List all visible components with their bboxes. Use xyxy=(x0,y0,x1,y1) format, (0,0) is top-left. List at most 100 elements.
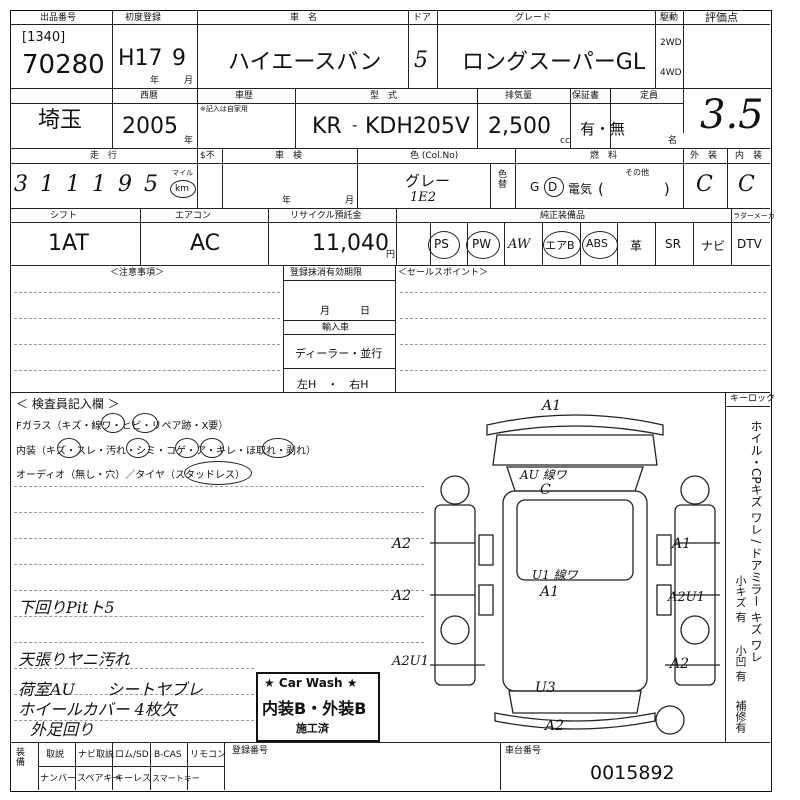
yen-unit: 円 xyxy=(386,250,396,260)
studless-circle xyxy=(184,461,252,485)
warranty-label: 保証書 xyxy=(572,91,600,101)
fuel-paren: ( ) xyxy=(598,180,670,198)
footer-bcas: B-CAS xyxy=(154,750,182,760)
interior-mark-2 xyxy=(126,438,150,458)
dealer-parallel: ディーラー・並行 xyxy=(295,347,383,360)
mark-roof: AU 線ワ xyxy=(520,468,567,482)
keylock-label: キーロック xyxy=(730,394,776,404)
carwash-title: ★ Car Wash ★ xyxy=(264,676,358,690)
year-unit-2: 年 xyxy=(184,136,194,146)
insp-month-unit: 月 xyxy=(345,196,355,206)
hood-outline xyxy=(492,434,658,466)
grade: ロングスーパーGL xyxy=(462,50,646,75)
footer-rom-sd: ロム/SD xyxy=(115,750,149,760)
mark-rear: U3 xyxy=(535,680,556,696)
note-outer: 外足回り xyxy=(30,720,95,739)
equip-aw: AW xyxy=(508,237,531,252)
first-reg-era: H17 xyxy=(118,46,163,71)
side-legend-1: 小キズ 有 xyxy=(734,575,747,623)
reg-expiry-label: 登録抹消有効期限 xyxy=(290,268,363,278)
recycle-label: リサイクル預託金 xyxy=(290,211,362,221)
fuel-other: その他 xyxy=(625,168,649,177)
side-legend: ホイル・CPキズ ワレ / ドアミラー キズ ワレ xyxy=(749,420,763,663)
sales-point-label: ＜セールスポイント＞ xyxy=(398,268,489,278)
fuel-d-circle xyxy=(544,177,564,197)
cc-unit: cc xyxy=(560,136,570,146)
rear-body xyxy=(508,690,642,714)
lot-number: 70280 xyxy=(22,50,105,80)
fuel-label: 燃 料 xyxy=(590,151,618,161)
inspection-label: 車 検 xyxy=(275,151,303,161)
model-prefix: KR xyxy=(312,114,342,139)
fuel-g: G xyxy=(530,180,540,194)
wheel-rr xyxy=(680,615,710,645)
car-name-label: 車 名 xyxy=(290,13,318,23)
footer-remote: リモコン xyxy=(190,750,227,760)
score: 3.5 xyxy=(700,92,764,138)
carwash-done: 施工済 xyxy=(296,722,329,735)
car-name: ハイエースバン xyxy=(228,50,382,75)
color: グレー xyxy=(405,172,451,190)
mileage-digit: 3 xyxy=(14,172,28,197)
year-unit: 年 xyxy=(150,76,160,86)
capacity-unit: 名 xyxy=(668,136,678,146)
cc-label: 排気量 xyxy=(505,91,533,101)
footer-manual: 取説 xyxy=(46,750,65,760)
mark-rear-bumper: A2 xyxy=(545,718,565,734)
first-reg-label: 初度登録 xyxy=(125,13,162,23)
wheel-spare xyxy=(655,705,685,735)
door-label: ドア xyxy=(413,13,432,23)
import-label: 輸入車 xyxy=(322,323,350,333)
exterior-label: 外 装 xyxy=(690,151,718,161)
side-legend-2: 小凹 有 xyxy=(734,645,747,682)
model-dash: - xyxy=(352,116,358,134)
mileage-digit: 9 xyxy=(118,172,132,197)
sheet-frame xyxy=(10,10,772,792)
history-note: ※記入は自家用 xyxy=(200,105,248,113)
insp-year-unit: 年 xyxy=(282,196,292,206)
mark-roof-sub: C xyxy=(540,482,551,498)
side-legend-3: 補修有 xyxy=(734,700,747,733)
lot-sub: [1340] xyxy=(22,30,66,45)
footer-plate: ナンバー xyxy=(40,774,77,784)
mark-right-1: A1 xyxy=(672,536,692,552)
equip-airbag-circle xyxy=(543,231,581,259)
reg-number-label: 登録番号 xyxy=(232,746,269,756)
fuel-electric: 電気 xyxy=(568,182,593,196)
history-label: 車歴 xyxy=(235,91,254,101)
wheel-fl xyxy=(440,475,470,505)
wheel-fr xyxy=(680,475,710,505)
equip-abs: ABS xyxy=(586,237,608,250)
year-label: 西暦 xyxy=(140,91,159,101)
footer-spare-key: スペアキー xyxy=(77,774,122,784)
equip-label: 純正装備品 xyxy=(540,211,586,221)
carwash-stamp xyxy=(256,672,380,742)
mark-left-2: A2 xyxy=(392,588,412,604)
interior-mark-4 xyxy=(200,438,224,458)
exterior-grade: C xyxy=(696,172,713,197)
meter-label: $不 xyxy=(200,151,215,161)
serial-number: 0015892 xyxy=(590,762,675,784)
glass-mark-2 xyxy=(132,413,158,433)
recolor-label: 色替 xyxy=(498,170,508,190)
equip-ps: PS xyxy=(434,237,449,251)
mileage-digit: 1 xyxy=(92,172,106,197)
mileage-digits: 3 1 1 1 9 5 xyxy=(14,172,174,202)
steering-side: 左H ・ 右H xyxy=(297,378,369,391)
capacity-label: 定員 xyxy=(640,91,659,101)
equip-abs-circle xyxy=(582,231,618,259)
color-label: 色 (Col.No) xyxy=(410,151,459,161)
grade-label: グレード xyxy=(515,13,552,23)
recycle-fee: 11,040 xyxy=(312,231,389,256)
footer-smart-key: スマートキー xyxy=(152,774,200,783)
note-underbody: 下回りPitト5 xyxy=(18,598,115,617)
warranty: 有・無 xyxy=(580,120,626,138)
equip-pw: PW xyxy=(472,237,492,251)
carwash-line: 内装B・外装B xyxy=(262,699,367,718)
drive-4wd: 4WD xyxy=(660,68,682,78)
km-unit: km xyxy=(175,184,189,194)
interior-mark-3 xyxy=(175,438,199,458)
score-label: 評価点 xyxy=(705,11,738,24)
inspector-title: ＜ 検査員記入欄 ＞ xyxy=(16,397,120,411)
shift: 1AT xyxy=(48,231,89,256)
